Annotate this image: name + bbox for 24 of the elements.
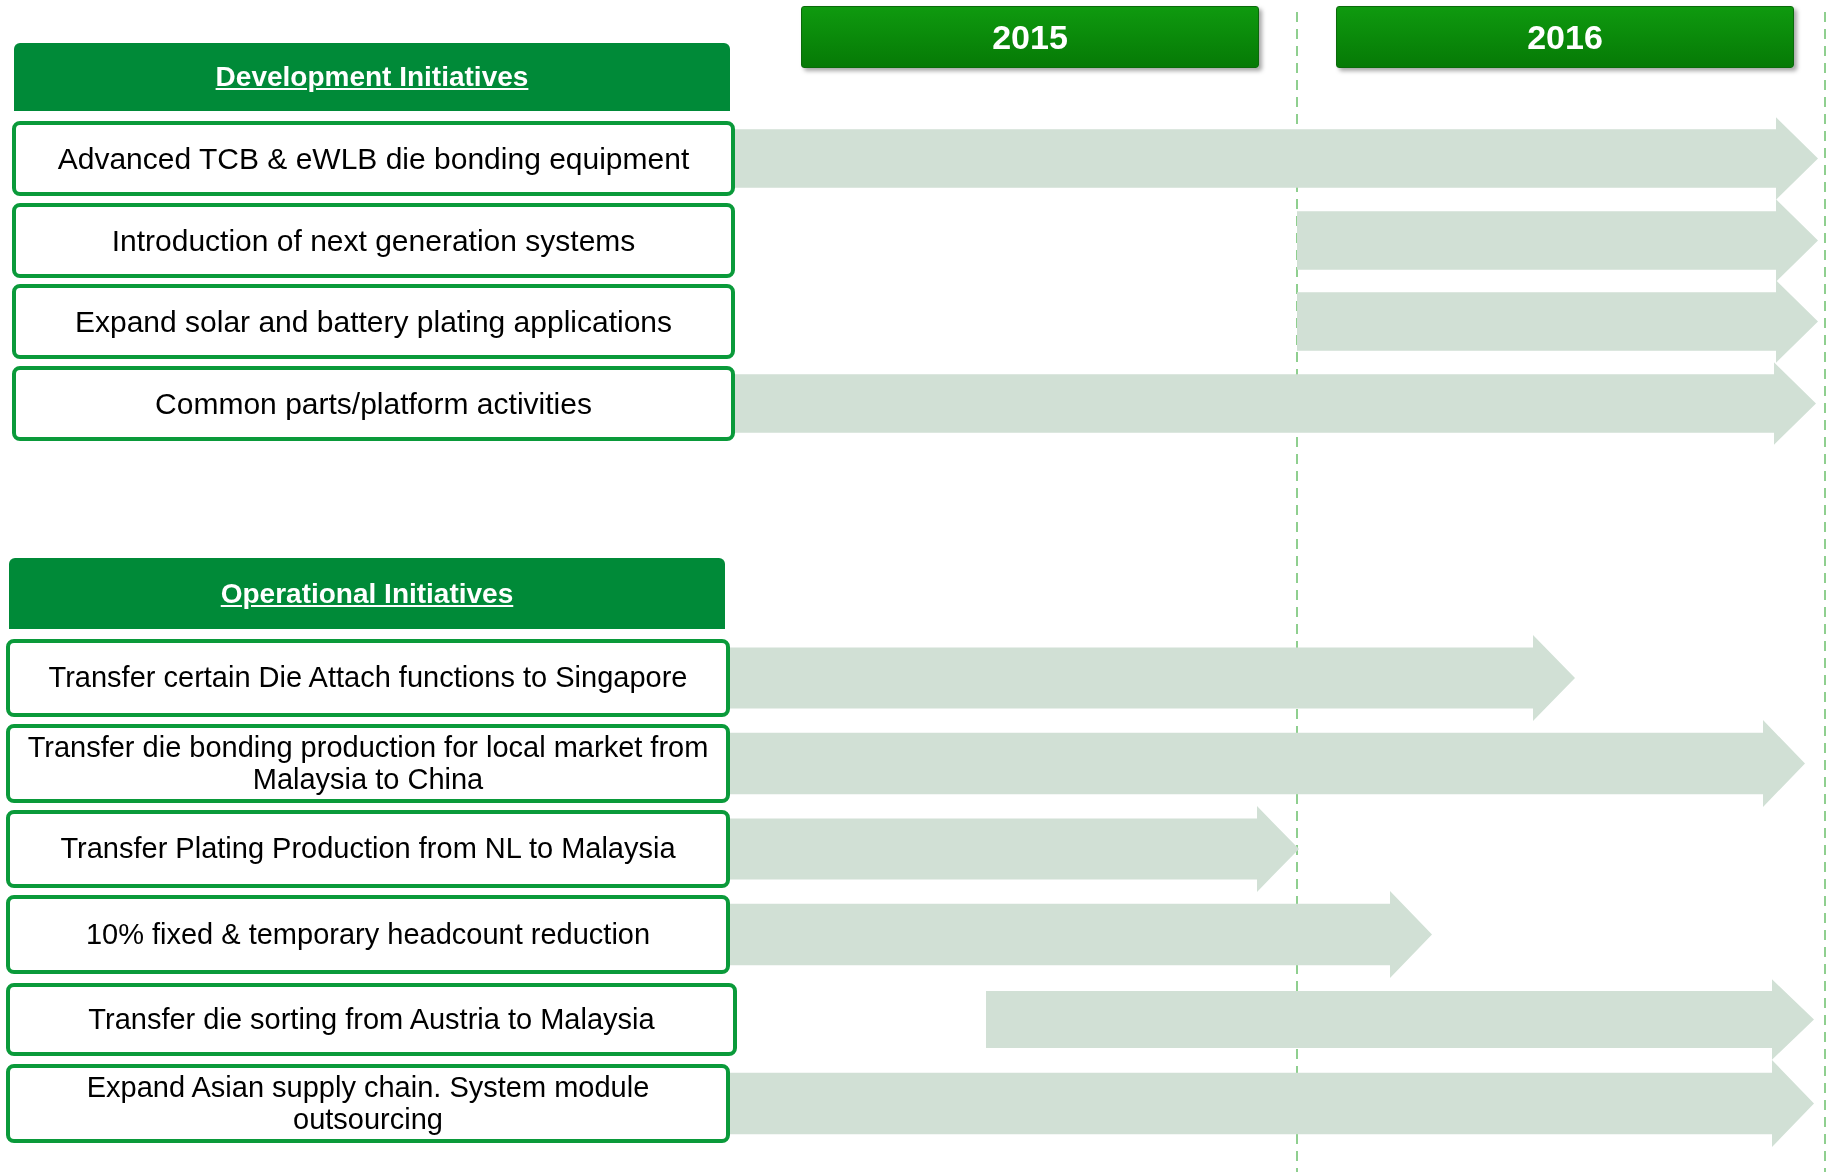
timeline-arrow (730, 1060, 1814, 1147)
year-header: 2015 (801, 6, 1259, 68)
initiative-box: Expand solar and battery plating applications (12, 284, 735, 359)
initiative-box: Transfer certain Die Attach functions to Singapore (6, 639, 730, 717)
timeline-arrow (730, 720, 1805, 807)
timeline-arrow (735, 117, 1818, 200)
timeline-arrow (730, 806, 1299, 892)
year-header: 2016 (1336, 6, 1794, 68)
timeline-arrow (730, 891, 1432, 978)
initiative-box: Transfer die bonding production for local market from Malaysia to China (6, 724, 730, 803)
initiative-box: Transfer die sorting from Austria to Malaysia (6, 983, 737, 1056)
section-header: Development Initiatives (14, 43, 730, 111)
initiative-box: Common parts/platform activities (12, 366, 735, 441)
timeline-bar (1297, 199, 1818, 282)
initiative-box: Introduction of next generation systems (12, 203, 735, 278)
initiative-box: Transfer Plating Production from NL to Malaysia (6, 810, 730, 888)
initiative-box: 10% fixed & temporary headcount reduction (6, 895, 730, 974)
timeline-bar (1297, 280, 1818, 363)
section-header: Operational Initiatives (9, 558, 725, 629)
timeline-bar (986, 979, 1814, 1060)
initiative-box: Advanced TCB & eWLB die bonding equipment (12, 121, 735, 196)
timeline-arrow (730, 635, 1575, 721)
timeline-arrow (735, 362, 1816, 445)
initiative-box: Expand Asian supply chain. System module outsourcing (6, 1064, 730, 1143)
